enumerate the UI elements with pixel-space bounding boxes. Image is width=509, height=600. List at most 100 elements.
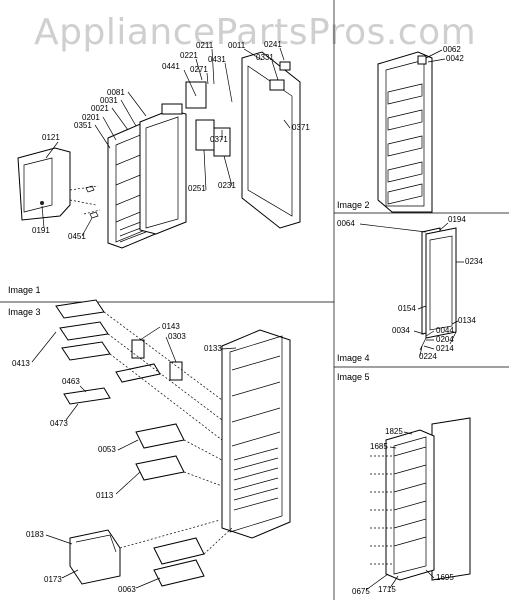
door-gasket-inner [145, 116, 179, 229]
watermark: AppliancePartsPros.com [34, 12, 476, 53]
door-gasket [139, 109, 187, 235]
label-1825: 1825 [385, 427, 403, 436]
label-0451: 0451 [68, 232, 86, 241]
label-0063: 0063 [118, 585, 136, 594]
top-cap [161, 103, 183, 115]
label-0031: 0031 [100, 96, 118, 105]
image4-labels: 0064 0194 0234 0154 0134 0034 0044 0204 … [337, 215, 483, 361]
label-0064: 0064 [337, 219, 355, 228]
panel-frame-inner [393, 436, 427, 575]
left-trim-inner [23, 157, 53, 213]
image5-drawing [370, 417, 471, 581]
door-bin-2 [135, 455, 185, 481]
label-0351: 0351 [74, 121, 92, 130]
image3-leader-lines [31, 326, 237, 589]
image2-labels: 0062 0042 [425, 45, 464, 63]
door-panel-gasket [425, 227, 457, 339]
image3-assembly-lines [103, 311, 233, 555]
bracket-right [169, 361, 183, 381]
label-0234: 0234 [465, 257, 483, 266]
label-0121: 0121 [42, 133, 60, 142]
label-0194: 0194 [448, 215, 466, 224]
trim-screw [40, 201, 44, 205]
hinge-block [269, 79, 285, 91]
label-0042: 0042 [446, 54, 464, 63]
leader-dashes [69, 185, 101, 215]
shelf-bin-2 [59, 321, 109, 341]
small-brackets [85, 185, 99, 219]
ice-bucket-rim [75, 534, 117, 553]
label-0473: 0473 [50, 419, 68, 428]
label-0113: 0113 [96, 491, 114, 500]
fridge-door-assembly [377, 51, 433, 213]
image2-drawing [377, 51, 433, 213]
ice-bucket [69, 529, 121, 585]
label-1685: 1685 [370, 442, 388, 451]
panel-back [431, 417, 471, 581]
label-0221: 0221 [180, 51, 198, 60]
panel-frame [385, 429, 435, 581]
door-bin-4 [153, 559, 205, 587]
label-0413: 0413 [12, 359, 30, 368]
hinge-pin [279, 61, 291, 71]
shelf-bin-1 [55, 299, 105, 319]
section-title-image4: Image 4 [337, 353, 370, 363]
label-1715: 1715 [378, 585, 396, 594]
door-panel-face [429, 235, 453, 331]
image5-labels: 1825 1685 1695 0675 1715 [352, 427, 454, 596]
door-bin-1 [135, 423, 185, 449]
label-0183: 0183 [26, 530, 44, 539]
label-0173: 0173 [44, 575, 62, 584]
label-0134: 0134 [458, 316, 476, 325]
label-0331: 0331 [256, 53, 274, 62]
label-1695: 1695 [436, 573, 454, 582]
freezer-door-liner-inner [229, 335, 283, 533]
label-0011: 0011 [228, 41, 246, 50]
image1-labels: 0221 0211 0011 0241 0441 0271 0431 0331 … [32, 40, 310, 241]
image4-drawing [419, 227, 457, 351]
label-0154: 0154 [398, 304, 416, 313]
label-0371-right: 0371 [292, 123, 310, 132]
door-hinge-cap [417, 55, 427, 65]
label-0251: 0251 [188, 184, 206, 193]
label-0062: 0062 [443, 45, 461, 54]
label-0463: 0463 [62, 377, 80, 386]
freezer-liner-shelves [231, 355, 281, 447]
label-0211: 0211 [196, 41, 214, 50]
panel-screw-lines [370, 455, 394, 565]
label-0044: 0044 [436, 326, 454, 335]
section-title-image2: Image 2 [337, 200, 370, 210]
label-0224: 0224 [419, 352, 437, 361]
image4-leader-lines [359, 222, 464, 357]
label-0231: 0231 [218, 181, 236, 190]
left-trim-panel [17, 147, 71, 221]
label-0201: 0201 [82, 113, 100, 122]
label-0675: 0675 [352, 587, 370, 596]
section-title-image5: Image 5 [337, 372, 370, 382]
dispenser-module [185, 81, 207, 109]
fridge-door-bins [387, 83, 423, 205]
outer-door-panel [241, 51, 301, 229]
label-0081: 0081 [107, 88, 125, 97]
image3-drawing [55, 299, 291, 587]
label-0021: 0021 [91, 104, 109, 113]
label-0133: 0133 [204, 344, 222, 353]
label-0371-center: 0371 [210, 135, 228, 144]
label-0241: 0241 [264, 40, 282, 49]
label-0053: 0053 [98, 445, 116, 454]
label-0143: 0143 [162, 322, 180, 331]
small-tray [63, 387, 111, 405]
shelf-bin-3 [61, 341, 111, 361]
section-title-image1: Image 1 [8, 285, 41, 295]
label-0214: 0214 [436, 344, 454, 353]
image2-leader-lines [425, 49, 446, 63]
image5-leader-lines [365, 431, 435, 591]
label-0191: 0191 [32, 226, 50, 235]
label-0303: 0303 [168, 332, 186, 341]
image1-drawing [17, 51, 301, 249]
freezer-door-liner [221, 329, 291, 539]
door-panel-bottom [419, 331, 457, 351]
freezer-liner-grille [233, 447, 279, 511]
